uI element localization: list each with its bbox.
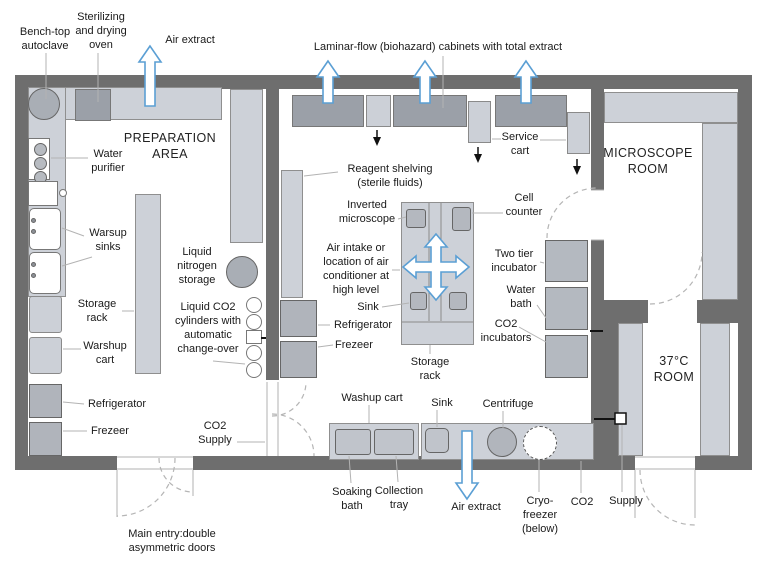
- centrifuge: [487, 427, 517, 457]
- bench-top-autoclave: [28, 88, 60, 120]
- label-co2-supply-prep: CO2 Supply: [198, 420, 232, 446]
- label-frezeer-main: Frezeer: [335, 339, 373, 351]
- leader-line: [212, 360, 246, 365]
- wall-warm-room-bottom-right: [695, 456, 752, 470]
- label-cryo-freezer: Cryo- freezer (below): [521, 495, 559, 535]
- laminar-flow-cabinet-2: [393, 95, 467, 127]
- sink-tap: [31, 262, 36, 267]
- label-laminar-flow-cabinets: Laminar-flow (biohazard) cabinets with t…: [313, 41, 563, 53]
- service-cart-3: [567, 112, 590, 154]
- wall-mainlab-right-lower: [591, 240, 604, 456]
- label-reagent-shelving: Reagent shelving (sterile fluids): [347, 163, 433, 189]
- soaking-bath: [335, 429, 371, 455]
- label-service-cart: Service cart: [501, 131, 539, 157]
- label-water-purifier: Water purifier: [91, 148, 125, 174]
- cell-counter: [452, 207, 471, 231]
- water-purifier-cartridge: [34, 157, 47, 170]
- label-sink-island: Sink: [357, 301, 379, 313]
- two-tier-incubator: [545, 240, 588, 282]
- label-liquid-co2: Liquid CO2 cylinders with automatic chan…: [174, 301, 242, 355]
- warshup-cart-box-1: [29, 296, 62, 333]
- label-liquid-nitrogen: Liquid nitrogen storage: [177, 246, 217, 286]
- label-co2-bottom: CO2: [570, 496, 594, 508]
- label-air-extract-top: Air extract: [165, 34, 215, 46]
- label-air-extract-bottom: Air extract: [451, 501, 501, 513]
- bottom-sink: [425, 428, 449, 453]
- laminar-flow-cabinet-1: [292, 95, 364, 127]
- co2-cylinder: [246, 362, 262, 378]
- water-purifier-cartridge: [34, 143, 47, 156]
- label-microscope-room: MICROSCOPE ROOM: [603, 146, 693, 176]
- prep-utility-unit: [28, 181, 58, 206]
- freezer-prep: [29, 422, 62, 456]
- label-warshup-cart: Warshup cart: [83, 340, 127, 366]
- wall-microscope-warm-divider-right: [697, 300, 738, 323]
- refrigerator-main: [280, 300, 317, 337]
- label-sink-bottom: Sink: [431, 397, 453, 409]
- service-cart-1: [366, 95, 391, 127]
- freezer-main: [280, 341, 317, 378]
- liquid-nitrogen-tank: [226, 256, 258, 288]
- utility-knob: [59, 189, 67, 197]
- label-soaking-bath: Soaking bath: [332, 486, 372, 512]
- refrigerator-prep: [29, 384, 62, 418]
- inverted-microscope: [406, 209, 426, 228]
- label-air-intake: Air intake or location of air conditione…: [322, 242, 390, 296]
- water-bath: [545, 287, 588, 330]
- collection-tray: [374, 429, 414, 455]
- label-preparation-area: PREPARATION AREA: [123, 131, 217, 161]
- co2-cylinder: [246, 297, 262, 313]
- microscope-room-top-bench: [604, 92, 738, 123]
- wall-prep-divider: [266, 89, 279, 380]
- door-swing-arc-microscope-bottom: [649, 251, 703, 305]
- label-storage-rack-island: Storage rack: [410, 356, 450, 382]
- drop-arrow-head: [373, 137, 381, 146]
- door-swing-arc-main-entry-right: [158, 457, 194, 493]
- door-swing-arc-main-entry-left: [116, 457, 176, 517]
- prep-wall-bench: [230, 89, 263, 243]
- service-cart-2: [468, 101, 491, 143]
- sink-tap: [31, 273, 36, 278]
- label-warsup-sinks: Warsup sinks: [89, 227, 127, 253]
- sterilizing-drying-oven: [75, 89, 111, 121]
- microscope-room-right-bench: [702, 123, 738, 300]
- label-bench-top-autoclave: Bench-top autoclave: [19, 26, 71, 52]
- label-two-tier-incubator: Two tier incubator: [491, 248, 537, 274]
- co2-cylinder: [246, 345, 262, 361]
- label-frezeer-prep: Frezeer: [91, 425, 129, 437]
- wall-outer-right: [738, 89, 752, 470]
- warshup-cart-box-2: [29, 337, 62, 374]
- laminar-flow-cabinet-3: [495, 95, 567, 127]
- label-storage-rack-left: Storage rack: [77, 298, 117, 324]
- label-centrifuge: Centrifuge: [482, 398, 534, 410]
- label-cell-counter: Cell counter: [505, 192, 543, 218]
- label-refrigerator-main: Refrigerator: [333, 319, 393, 331]
- cryo-freezer-outline: [523, 426, 557, 460]
- storage-rack-prep: [135, 194, 161, 374]
- sink-tap: [31, 229, 36, 234]
- sink-tap: [31, 218, 36, 223]
- co2-incubators: [545, 335, 588, 378]
- wall-warm-room-bottom-left: [604, 456, 635, 470]
- wall-mainlab-right-upper: [591, 89, 604, 190]
- warm-room-right-shelving: [700, 323, 730, 456]
- label-water-bath: Water bath: [506, 284, 536, 310]
- label-collection-tray: Collection tray: [374, 485, 424, 511]
- label-washup-cart: Washup cart: [341, 392, 403, 404]
- label-refrigerator-prep: Refrigerator: [87, 398, 147, 410]
- wall-left: [15, 75, 28, 470]
- co2-cylinder: [246, 314, 262, 330]
- warm-room-left-shelving: [618, 323, 643, 456]
- label-main-entry: Main entry:double asymmetric doors: [128, 528, 216, 554]
- label-sterilizing-oven: Sterilizing and drying oven: [75, 11, 127, 51]
- label-co2-incubators: CO2 incubators: [480, 318, 532, 344]
- label-supply-bottom: Supply: [609, 495, 643, 507]
- wall-bottom-left: [15, 456, 117, 470]
- wall-top: [15, 75, 752, 89]
- label-inverted-microscope: Inverted microscope: [338, 199, 396, 225]
- reagent-shelving-unit: [281, 170, 303, 298]
- label-warm-room: 37°C ROOM: [653, 354, 695, 384]
